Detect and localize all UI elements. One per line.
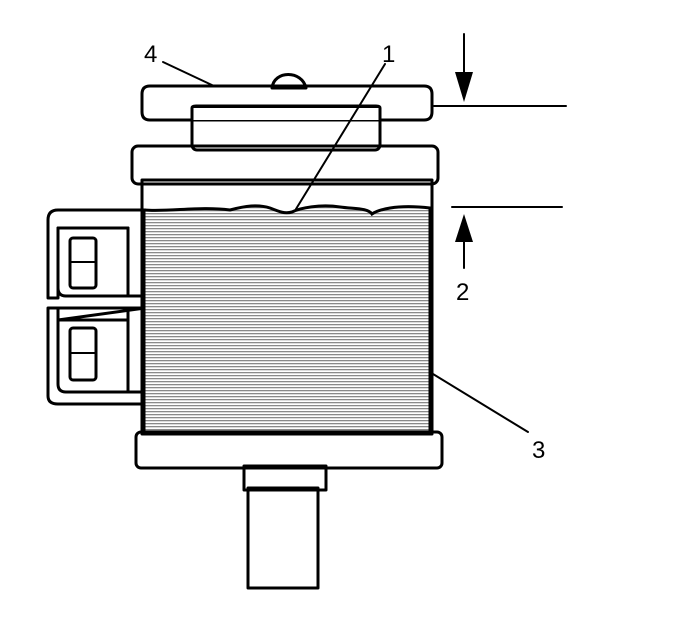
leader-line-1: [295, 63, 386, 210]
upward-arrow-icon: [455, 214, 473, 269]
reservoir-cap: [140, 73, 434, 122]
side-bracket: [46, 208, 147, 406]
upper-collar: [130, 144, 440, 186]
callout-4: 4: [144, 41, 157, 68]
downward-arrow-icon: [455, 33, 473, 102]
fluid-level: [142, 204, 432, 434]
reservoir-body: [140, 178, 434, 436]
leader-line-3: [432, 373, 529, 433]
callout-3: 3: [532, 437, 545, 464]
callout-2: 2: [456, 279, 469, 306]
mounting-shaft: [242, 464, 328, 590]
leader-line-4: [162, 61, 215, 87]
base-flange: [134, 430, 444, 470]
callout-1: 1: [382, 41, 395, 68]
